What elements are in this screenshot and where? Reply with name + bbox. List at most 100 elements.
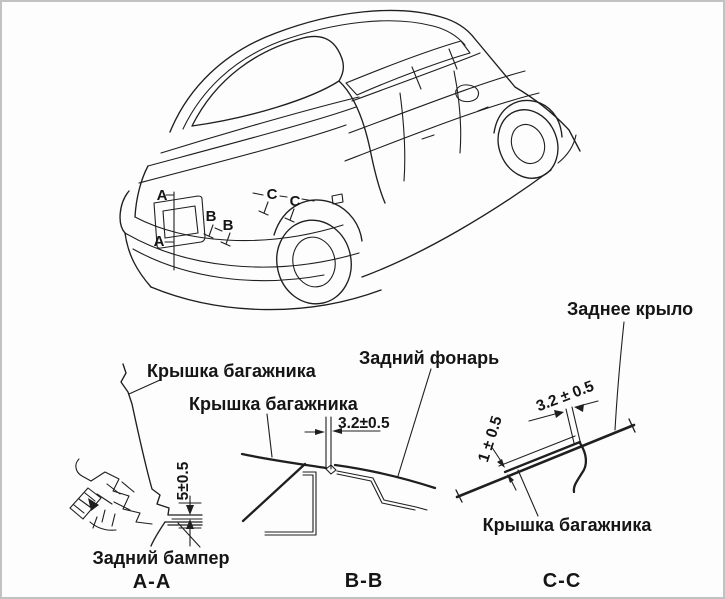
aa-bumper-top [164,521,203,526]
car-bumper-crease [132,248,325,282]
section-cc: Заднее крыло Крышка багажника 3.2 ± 0.5 … [455,299,693,592]
car-mirror [455,84,480,103]
car-trunk-trailing-edge [138,124,347,184]
aa-clip-hatching [73,492,96,514]
aa-bracket-body [90,471,153,525]
bb-label-trunk-lid: Крышка багажника [189,394,359,414]
marker-a-top: A [157,187,168,204]
cc-dim-flush-arrow-up [507,474,514,483]
car-license-recess [153,195,206,249]
bb-trunk-lid-outer [240,452,328,470]
car-door-handle-rear [421,134,435,140]
car-roof-outline [169,9,581,152]
marker-b-left: B [206,208,217,225]
aa-clip-outline [69,487,102,520]
bb-lid-hem [325,464,337,475]
aa-bracket-studs [92,509,116,529]
marker-a-bottom: A [154,233,165,250]
car-b-pillar [411,66,422,90]
car-bumper-left-lower [124,232,152,288]
aa-label-rear-bumper: Задний бампер [92,548,229,568]
bb-dim-arrow-left [332,428,342,434]
cc-fender-fold [572,441,588,494]
car-rear-window [191,35,345,127]
section-ticks-b [203,224,231,247]
marker-c-right: C [290,193,301,210]
car-front-door-cut [453,70,462,154]
bb-lid-inner-brace [241,462,307,523]
car-window-divider [448,48,458,70]
cc-fender-line [455,423,636,499]
car-belt-line [351,52,481,102]
car-deck-seam-upper [160,96,360,154]
section-aa: Крышка багажника Задний бампер 5±0.5 A-A [69,361,317,593]
car-roof-drip-line [182,20,466,130]
car-illustration [119,9,581,311]
aa-dim-arrow-up [186,519,194,529]
cc-gap-lines [565,406,581,444]
cc-dimension-gap: 3.2 ± 0.5 [534,378,597,416]
cc-label-trunk-lid: Крышка багажника [483,515,653,535]
marker-b-right: B [223,217,234,234]
marker-c-left: C [267,186,278,203]
car-door-handle-front [477,106,489,112]
car-rear-wheel-rim [292,236,336,288]
car-deck-seam-lower [147,106,357,167]
bb-lamp-outer [333,463,437,490]
cc-leader-trunk-lid [517,469,539,517]
aa-bumper-face [150,521,166,547]
bb-gap-lines [325,416,332,470]
bb-leader-trunk-lid [266,413,273,458]
bb-dimension-gap: 3.2±0.5 [338,415,390,432]
cc-leader-rear-fender [614,321,625,431]
bb-label-rear-lamp: Задний фонарь [359,348,499,368]
car-front-wheel [497,109,559,179]
car-bumper-top-seam [124,232,360,268]
cc-fender-end-ticks [455,418,636,503]
bb-leader-rear-lamp [397,368,432,477]
car-rear-wheel [276,219,352,305]
cc-dim-flush-arrow-down [497,459,505,468]
car-side-crease-2 [344,92,540,162]
car-bumper-bottom [150,286,382,311]
car-front-wheel-rim [510,123,546,165]
section-dash-line-c [252,192,315,202]
bb-title: B-B [345,570,384,592]
aa-dimension-gap: 5±0.5 [175,461,192,500]
aa-clip-arrow [88,498,99,511]
car-bumper-left-corner [119,190,130,234]
aa-trunk-lid-profile [120,363,203,516]
aa-bracket-inner-lines [96,481,135,511]
aa-bracket-lower-curve [89,521,117,531]
cc-dim-gap-arrow-lines [528,400,599,422]
car-front-bumper-edge [557,134,577,164]
cc-dim-gap-arrow-left [574,404,584,412]
cc-dim-gap-arrow-right [554,410,564,418]
section-ticks-a [164,194,175,243]
bb-dim-arrow-right [315,429,325,435]
cc-trunk-lid-edge [498,435,576,467]
section-markers: A A B B C C [154,186,315,271]
cc-dim-flush-arrow-lines [490,445,517,491]
car-license-plate [162,205,199,239]
cc-trunk-lid-line [503,440,582,474]
aa-leader-trunk-lid [128,379,161,395]
aa-dim-arrow-down [186,505,194,515]
aa-title: A-A [133,571,172,593]
section-bb: Крышка багажника Задний фонарь 3.2±0.5 B… [189,348,499,592]
car-rear-door-cut [399,92,406,182]
car-fuel-door [331,193,344,205]
cc-dimension-flush: 1 ± 0.5 [475,414,506,465]
cc-label-rear-fender: Заднее крыло [567,299,693,319]
aa-bracket-hook [75,458,92,482]
aa-leader-bumper [177,522,201,548]
car-side-crease-1 [348,70,526,134]
car-rocker-line [361,169,552,278]
cc-title: C-C [543,570,582,592]
section-ticks-c [258,201,295,223]
car-front-wheel-arch [493,99,563,138]
aa-label-trunk-lid: Крышка багажника [147,361,317,381]
bb-lamp-flange [336,470,428,511]
